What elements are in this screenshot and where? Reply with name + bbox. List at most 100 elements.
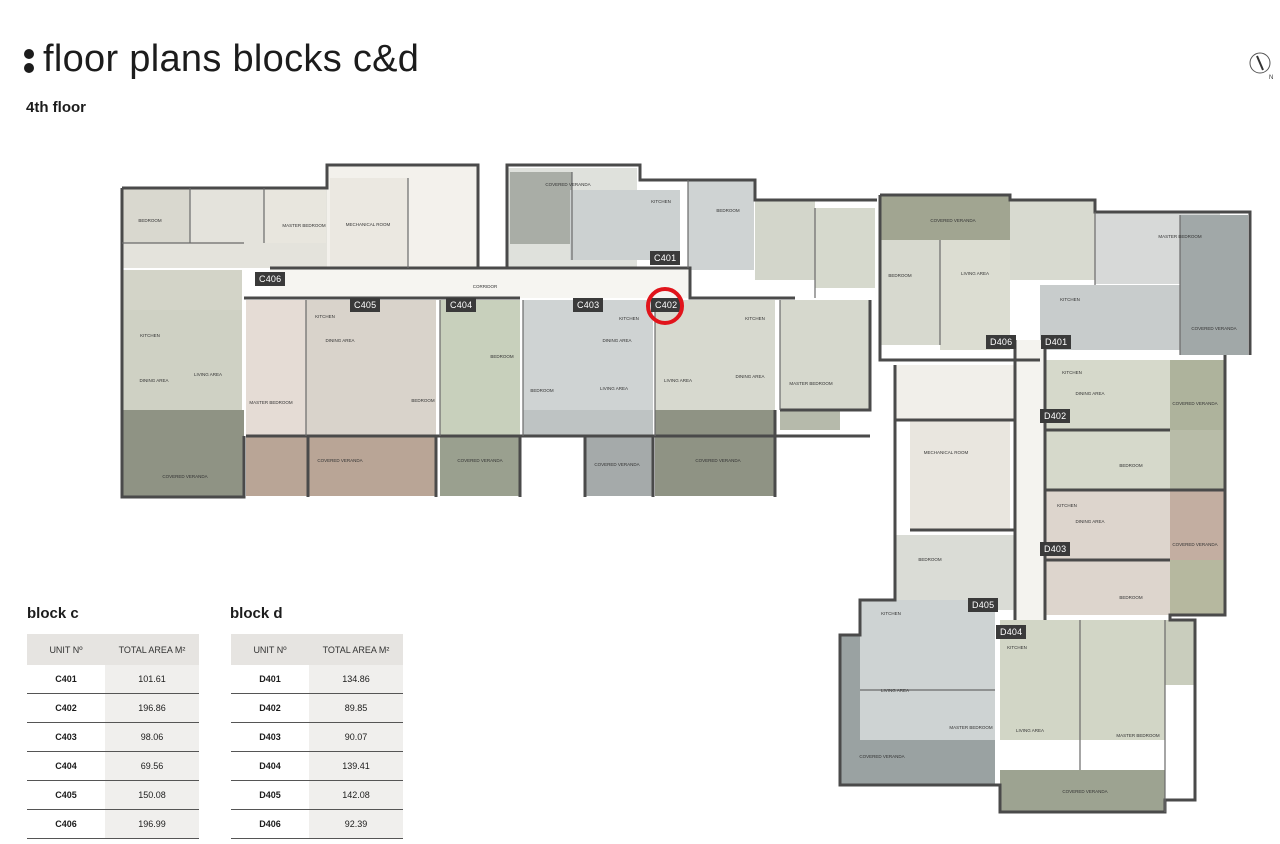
svg-text:CORRIDOR: CORRIDOR [473,284,498,289]
unit-area: 92.39 [309,809,403,839]
unit-number: C406 [27,809,105,839]
unit-number: D404 [231,751,309,781]
unit-tag-c403[interactable]: C403 [573,298,604,312]
svg-text:COVERED VERANDA: COVERED VERANDA [695,458,740,463]
svg-text:KITCHEN: KITCHEN [881,611,901,616]
unit-number: D406 [231,809,309,839]
svg-text:COVERED VERANDA: COVERED VERANDA [317,458,362,463]
svg-text:DINING AREA: DINING AREA [1075,519,1104,524]
north-arrow-icon: N [1248,50,1276,81]
unit-tag-d406[interactable]: D406 [986,335,1017,349]
column-header-unit: UNIT Nº [27,634,105,665]
unit-tag-c405[interactable]: C405 [350,298,381,312]
unit-tag-d401[interactable]: D401 [1041,335,1072,349]
unit-number: D402 [231,693,309,723]
unit-tag-d405[interactable]: D405 [968,598,999,612]
svg-text:MECHANICAL ROOM: MECHANICAL ROOM [924,450,969,455]
floor-subtitle: 4th floor [26,99,86,116]
svg-text:COVERED VERANDA: COVERED VERANDA [1062,789,1107,794]
column-header-unit: UNIT Nº [231,634,309,665]
block-c-title: block c [27,605,79,622]
unit-tag-c401[interactable]: C401 [650,251,681,265]
svg-text:COVERED VERANDA: COVERED VERANDA [162,474,207,479]
svg-text:DINING AREA: DINING AREA [735,374,764,379]
svg-text:LIVING AREA: LIVING AREA [961,271,989,276]
svg-text:N: N [1269,75,1273,80]
svg-text:MASTER BEDROOM: MASTER BEDROOM [949,725,993,730]
svg-text:DINING AREA: DINING AREA [602,338,631,343]
svg-text:MASTER BEDROOM: MASTER BEDROOM [1116,733,1160,738]
unit-area: 150.08 [105,780,199,810]
svg-text:KITCHEN: KITCHEN [1060,297,1080,302]
svg-text:BEDROOM: BEDROOM [411,398,435,403]
unit-tag-c406[interactable]: C406 [255,272,286,286]
svg-text:BEDROOM: BEDROOM [888,273,912,278]
svg-text:COVERED VERANDA: COVERED VERANDA [930,218,975,223]
unit-tag-c404[interactable]: C404 [446,298,477,312]
svg-text:BEDROOM: BEDROOM [530,388,554,393]
unit-number: D405 [231,780,309,810]
unit-tag-d403[interactable]: D403 [1040,542,1071,556]
svg-text:BEDROOM: BEDROOM [1119,595,1143,600]
unit-number: C404 [27,751,105,781]
unit-number: C402 [27,693,105,723]
svg-text:BEDROOM: BEDROOM [1119,463,1143,468]
svg-text:KITCHEN: KITCHEN [1057,503,1077,508]
svg-text:COVERED VERANDA: COVERED VERANDA [545,182,590,187]
svg-text:LIVING AREA: LIVING AREA [194,372,222,377]
svg-text:LIVING AREA: LIVING AREA [600,386,628,391]
svg-text:KITCHEN: KITCHEN [619,316,639,321]
svg-text:BEDROOM: BEDROOM [918,557,942,562]
selected-unit-marker [646,287,684,325]
svg-text:LIVING AREA: LIVING AREA [664,378,692,383]
svg-text:LIVING AREA: LIVING AREA [881,688,909,693]
svg-text:COVERED VERANDA: COVERED VERANDA [859,754,904,759]
svg-text:BEDROOM: BEDROOM [716,208,740,213]
svg-text:KITCHEN: KITCHEN [651,199,671,204]
unit-number: C405 [27,780,105,810]
svg-text:DINING AREA: DINING AREA [1075,391,1104,396]
unit-area: 101.61 [105,665,199,694]
unit-tag-d404[interactable]: D404 [996,625,1027,639]
svg-text:MASTER BEDROOM: MASTER BEDROOM [249,400,293,405]
svg-text:BEDROOM: BEDROOM [138,218,162,223]
unit-number: D401 [231,665,309,694]
unit-number: C401 [27,665,105,694]
unit-number: D403 [231,722,309,752]
unit-area: 98.06 [105,722,199,752]
svg-text:KITCHEN: KITCHEN [140,333,160,338]
svg-text:COVERED VERANDA: COVERED VERANDA [457,458,502,463]
svg-text:DINING AREA: DINING AREA [325,338,354,343]
svg-text:COVERED VERANDA: COVERED VERANDA [1172,542,1217,547]
unit-tag-d402[interactable]: D402 [1040,409,1071,423]
page-header: floor plans blocks c&d [24,38,419,81]
unit-area: 90.07 [309,722,403,752]
svg-text:LIVING AREA: LIVING AREA [1016,728,1044,733]
svg-text:KITCHEN: KITCHEN [1062,370,1082,375]
svg-text:MASTER BEDROOM: MASTER BEDROOM [789,381,833,386]
unit-number: C403 [27,722,105,752]
svg-text:COVERED VERANDA: COVERED VERANDA [1191,326,1236,331]
unit-area: 196.86 [105,693,199,723]
column-header-area: TOTAL AREA M² [309,634,403,665]
svg-text:KITCHEN: KITCHEN [745,316,765,321]
bullet-icon [24,45,35,75]
column-header-area: TOTAL AREA M² [105,634,199,665]
svg-text:BEDROOM: BEDROOM [490,354,514,359]
block-d-title: block d [230,605,283,622]
svg-text:KITCHEN: KITCHEN [315,314,335,319]
